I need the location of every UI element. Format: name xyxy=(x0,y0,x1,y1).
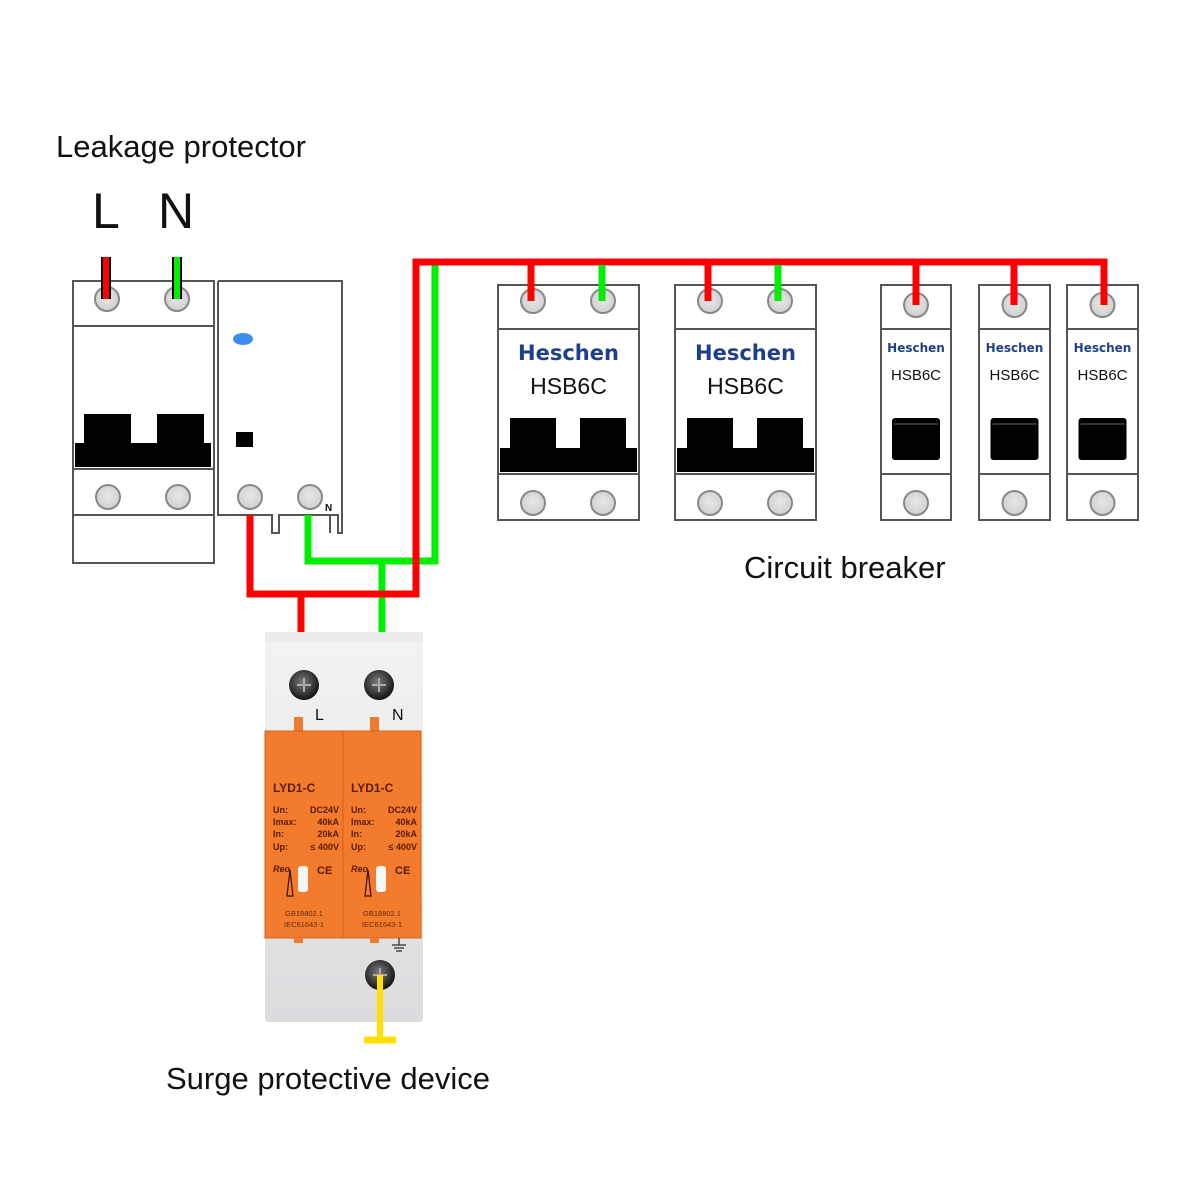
terminal-screw-icon xyxy=(1001,490,1028,516)
spd-module-text: ≤ 400V xyxy=(311,842,339,852)
spd-module-text: LYD1-C xyxy=(273,781,316,795)
leakage-protector-label: Leakage protector xyxy=(56,129,306,164)
spd-terminal-L-label: L xyxy=(315,707,324,724)
terminal-screw-icon xyxy=(95,484,121,510)
test-button[interactable] xyxy=(236,432,253,447)
leakage-protector: N xyxy=(72,280,343,564)
spd-status-window xyxy=(298,866,308,892)
neutral-riser-wire xyxy=(304,262,439,565)
terminal-screw-icon xyxy=(520,490,546,516)
breaker-model: HSB6C xyxy=(989,367,1039,384)
spd-module-text: 40kA xyxy=(317,817,339,827)
spd-module-text: IEC61643-1 xyxy=(362,920,402,929)
spd-module-text: In: xyxy=(273,829,284,839)
spd-module-text: Up: xyxy=(351,842,366,852)
ce-mark-icon: CE xyxy=(317,865,332,877)
spd-module-text: Imax: xyxy=(273,817,297,827)
breaker-switch-handle[interactable] xyxy=(1078,418,1127,460)
terminal-screw-icon xyxy=(903,490,929,516)
breaker-switch-handle[interactable] xyxy=(500,418,637,472)
spd-module-text: ≤ 400V xyxy=(389,842,417,852)
terminal-screw-icon xyxy=(165,484,191,510)
terminal-screw-icon xyxy=(1089,490,1116,516)
breaker-switch-handle[interactable] xyxy=(677,418,814,472)
ground-wire xyxy=(364,975,396,1044)
breaker-model: HSB6C xyxy=(707,373,784,399)
leakage-protector-switch-handle[interactable] xyxy=(75,414,211,467)
spd-terminal-N-label: N xyxy=(392,707,404,724)
spd-module-2: LYD1-C Un: DC24V Imax: 40kA In: 20kA Up: ≤ 400V R… xyxy=(342,730,422,939)
spd-module-text: In: xyxy=(351,829,362,839)
test-indicator-icon xyxy=(233,333,253,345)
spd-module-body xyxy=(342,730,422,939)
spd-module-text: GB18802.1 xyxy=(363,909,401,918)
breaker-housing xyxy=(880,284,952,521)
spd-module-text: Imax: xyxy=(351,817,375,827)
terminal-screw-icon xyxy=(697,490,723,516)
input-neutral-label: N xyxy=(158,183,194,239)
spd-module-text: 40kA xyxy=(395,817,417,827)
spd-status-indicator-icon xyxy=(364,869,372,897)
breaker-brand: Heschen xyxy=(518,341,619,365)
breaker-housing xyxy=(674,284,817,521)
breaker-brand: Heschen xyxy=(887,341,945,355)
spd-brand-logo: Reo xyxy=(351,864,369,874)
spd-module-text: DC24V xyxy=(310,805,339,815)
terminal-screw-icon xyxy=(767,490,793,516)
surge-protective-device: L N LYD1-C Un: DC24V Imax: 40kA In: 20kA Up: ≤ 4… xyxy=(264,632,423,1022)
terminal-screw-icon xyxy=(297,484,323,510)
circuit-breaker-label: Circuit breaker xyxy=(744,550,946,585)
spd-module-text: IEC61643-1 xyxy=(284,920,324,929)
spd-module-1: LYD1-C Un: DC24V Imax: 40kA In: 20kA Up: ≤ 400V R… xyxy=(264,730,344,939)
rcd-neutral-mark: N xyxy=(325,503,332,514)
terminal-screw-icon xyxy=(590,490,616,516)
breaker-brand: Heschen xyxy=(1074,341,1132,355)
breaker-model: HSB6C xyxy=(530,373,607,399)
spd-module-text: Un: xyxy=(351,805,366,815)
spd-status-indicator-icon xyxy=(286,869,294,897)
ce-mark-icon: CE xyxy=(395,865,410,877)
terminal-screw-icon xyxy=(237,484,263,510)
spd-brand-logo: Reo xyxy=(273,864,291,874)
breaker-switch-handle[interactable] xyxy=(892,418,940,460)
spd-module-text: Up: xyxy=(273,842,288,852)
surge-protective-device-label: Surge protective device xyxy=(166,1061,490,1096)
live-bus-wire xyxy=(246,258,1108,598)
ground-symbol-icon xyxy=(392,938,406,952)
breaker-switch-handle[interactable] xyxy=(990,418,1039,460)
spd-module-text: LYD1-C xyxy=(351,781,394,795)
spd-module-body xyxy=(264,730,344,939)
breaker-housing xyxy=(497,284,640,521)
breaker-model: HSB6C xyxy=(1077,367,1127,384)
breaker-model: HSB6C xyxy=(891,367,941,384)
breaker-brand: Heschen xyxy=(695,341,796,365)
breaker-brand: Heschen xyxy=(986,341,1044,355)
spd-module-text: 20kA xyxy=(317,829,339,839)
spd-module-text: GB18802.1 xyxy=(285,909,323,918)
spd-module-text: 20kA xyxy=(395,829,417,839)
breaker-housing xyxy=(978,284,1051,521)
circuit-breakers: HeschenHSB6CHeschenHSB6CHeschenHSB6CHesc… xyxy=(497,284,1139,521)
spd-module-text: Un: xyxy=(273,805,288,815)
input-live-label: L xyxy=(92,183,120,239)
spd-status-window xyxy=(376,866,386,892)
spd-module-text: DC24V xyxy=(388,805,417,815)
breaker-housing xyxy=(1066,284,1139,521)
